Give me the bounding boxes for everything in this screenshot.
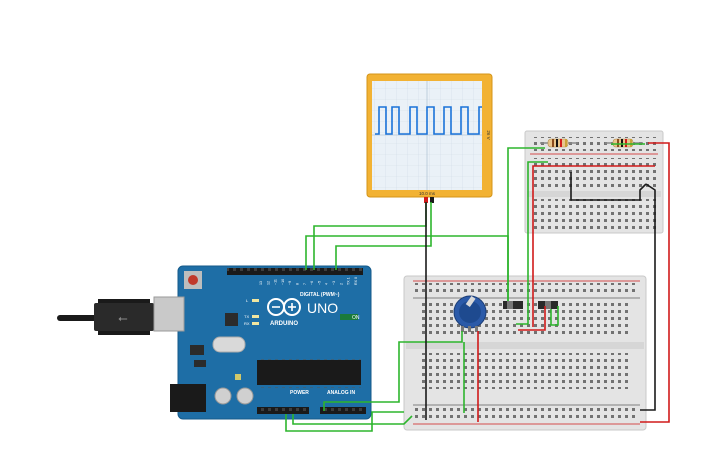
- analog-label: ANALOG IN: [327, 390, 355, 396]
- wire-black-3[interactable]: [640, 183, 656, 411]
- digital-pin-label: TX 1: [347, 277, 351, 285]
- wire-green-7[interactable]: [550, 306, 559, 326]
- digital-pin-label: 13: [259, 281, 263, 285]
- digital-pin-label: RX 0: [354, 277, 358, 285]
- arduino-logo: [267, 298, 301, 316]
- wire-green-pot[interactable]: [323, 331, 463, 411]
- svg-text:⭠: ⭠: [118, 311, 128, 325]
- digital-pin-label: ~6: [310, 281, 314, 285]
- arduino-model-label: UNO: [307, 300, 338, 316]
- wire-green-gnd[interactable]: [285, 411, 404, 432]
- small-breadboard[interactable]: [524, 130, 664, 234]
- scope-volt-label: 26 V: [486, 130, 491, 139]
- digital-pin-label: 12: [266, 281, 270, 285]
- digital-pin-label: ~9: [288, 281, 292, 285]
- arduino-brand-label: ARDUINO: [270, 321, 298, 327]
- power-label: POWER: [290, 390, 309, 396]
- digital-pin-label: 7: [303, 283, 307, 285]
- wire-green-4[interactable]: [507, 147, 545, 301]
- on-label: ON: [352, 315, 360, 321]
- main-breadboard[interactable]: [403, 275, 647, 431]
- scope-time-label: 10.0 ms: [419, 191, 436, 196]
- digital-pin-label: 2: [339, 283, 343, 285]
- oscilloscope[interactable]: 10.0 ms 26 V: [366, 73, 493, 203]
- wires[interactable]: [285, 142, 670, 432]
- potentiometer[interactable]: [453, 295, 487, 332]
- wire-red-3[interactable]: [518, 306, 546, 331]
- slide-switch-2[interactable]: [538, 301, 558, 309]
- digital-pin-label: ~3: [332, 281, 336, 285]
- atmega-chip: [257, 360, 361, 385]
- digital-label: DIGITAL (PWM~): [300, 292, 340, 298]
- digital-pin-label: 8: [296, 283, 300, 285]
- digital-pin-label: 4: [325, 283, 329, 285]
- l-label: L: [246, 298, 249, 303]
- resistor-1[interactable]: [540, 138, 578, 148]
- scope-signal-trace: [375, 106, 482, 135]
- wire-green-6[interactable]: [611, 143, 645, 145]
- wire-black-2[interactable]: [570, 172, 647, 201]
- wire-red-4[interactable]: [640, 142, 670, 423]
- wire-green-5v[interactable]: [292, 414, 413, 425]
- wire-green-3[interactable]: [335, 202, 432, 270]
- wire-green-5[interactable]: [516, 161, 548, 325]
- resistor-2[interactable]: [605, 138, 643, 148]
- rx-label: RX: [244, 321, 250, 326]
- digital-pin-label: ~11: [274, 279, 278, 285]
- slide-switch-1[interactable]: [503, 301, 523, 309]
- tx-label: TX: [244, 314, 249, 319]
- digital-pin-label: ~10: [281, 279, 285, 285]
- wire-red-2[interactable]: [532, 165, 655, 327]
- digital-pin-label: ~5: [317, 281, 321, 285]
